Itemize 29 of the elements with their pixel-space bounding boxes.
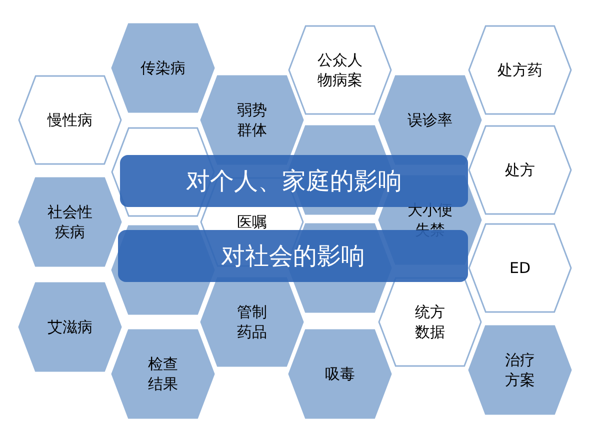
hexagon-label: 统方数据 — [414, 302, 446, 342]
hexagon-label: 误诊率 — [408, 110, 452, 130]
hexagon-label: 检查结果 — [147, 354, 179, 394]
filled-hexagon — [18, 282, 122, 372]
hexagon-label: ED — [509, 258, 531, 278]
hexagon-label: 社会性疾病 — [46, 202, 94, 242]
hexagon-label: 管制药品 — [236, 302, 268, 342]
filled-hexagon — [288, 329, 392, 419]
outlined-hexagon — [378, 277, 482, 367]
outlined-hexagon — [468, 223, 572, 313]
hexagon-label: 艾滋病 — [48, 316, 92, 338]
hexagon-label: 治疗方案 — [504, 350, 536, 390]
hexagon-label: 医嘱 — [237, 212, 267, 232]
hexagon-label: 处方 — [505, 160, 535, 180]
filled-hexagon — [18, 177, 122, 267]
hexagon-label: 公众人物病案 — [316, 50, 364, 90]
filled-hexagon — [111, 23, 215, 113]
outlined-hexagon — [468, 25, 572, 115]
banner: 对社会的影响 — [118, 230, 468, 282]
outlined-hexagon — [288, 25, 392, 115]
hexagon-label: 慢性病 — [48, 110, 92, 130]
hexagon-label: 弱势群体 — [236, 100, 268, 140]
filled-hexagon — [111, 329, 215, 419]
hexagon-label: 处方药 — [498, 60, 542, 80]
filled-hexagon — [468, 325, 572, 415]
hexagon-label: 吸毒 — [325, 364, 355, 384]
outlined-hexagon — [468, 125, 572, 215]
hexagon-label: 传染病 — [140, 58, 186, 78]
outlined-hexagon — [18, 75, 122, 165]
